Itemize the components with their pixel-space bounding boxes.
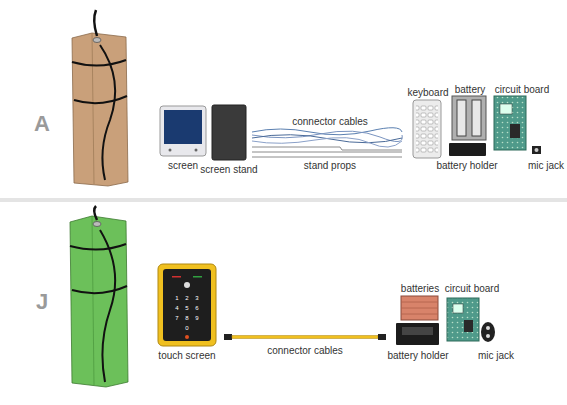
mic-jack [532,146,541,154]
part-name: connector cables [292,116,368,127]
part-name: circuit board [445,283,499,294]
part-name: circuit board [495,84,549,95]
key-digit: 7 [175,315,178,321]
key-digit: 9 [195,315,198,321]
rolled-bag [72,10,128,186]
part-name: mic jack [478,350,514,361]
panel-letter: A [34,112,50,136]
circuit-board [494,96,526,150]
panel-letter: J [36,290,48,314]
part-name: stand props [304,160,356,171]
part-name: keyboard [407,87,448,98]
part-name: screen stand [200,164,257,175]
part-name: battery holder [436,160,497,171]
stand-props [252,147,402,157]
divider [0,198,567,202]
touch-screen [158,264,216,346]
screen [160,106,206,156]
part-name: mic jack [528,160,564,171]
part-name: connector cables [267,345,343,356]
screen-stand [212,105,246,160]
connector-cables [252,128,402,147]
part-name: screen [168,160,198,171]
keyboard [413,100,441,158]
key-digit: 1 [175,295,178,301]
part-name: battery [455,84,486,95]
circuit-board [447,298,479,341]
batteries [401,296,438,320]
part-name: batteries [401,283,439,294]
key-digit: 5 [185,305,188,311]
key-digit: 6 [195,305,198,311]
key-digit: 0 [185,325,188,331]
key-digit: 2 [185,295,188,301]
battery-holder [396,323,439,345]
key-digit: 8 [185,315,188,321]
connector-cables [224,334,386,340]
battery [452,96,486,140]
key-digit: 3 [195,295,198,301]
part-name: battery holder [387,350,448,361]
part-name: touch screen [158,350,215,361]
key-digit: 4 [175,305,178,311]
battery-holder [449,143,486,156]
mic-jack [481,322,495,342]
rolled-bag [70,206,128,387]
